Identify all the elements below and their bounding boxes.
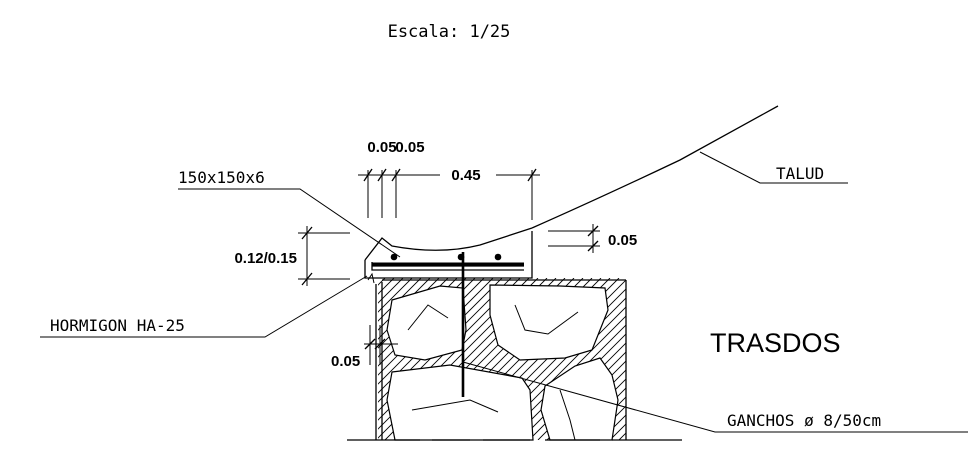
dim-top-offset: 0.05 <box>608 232 637 249</box>
rebar-dot-3 <box>494 253 502 261</box>
hatch-line <box>510 278 626 440</box>
hatch-line <box>178 278 340 440</box>
backfill-label: TRASDOS <box>710 328 841 358</box>
height-dimension <box>298 226 350 286</box>
hatch-line <box>591 278 626 440</box>
dim-gap2: 0.05 <box>395 139 424 156</box>
hatch-line <box>378 278 494 440</box>
slope-line <box>531 105 779 229</box>
bottom-dimension <box>364 325 398 365</box>
hooks-leader <box>462 361 968 433</box>
rebar-dot-1 <box>390 253 398 261</box>
slope-label: TALUD <box>776 164 824 183</box>
angle-leader <box>178 188 401 258</box>
dim-bottom-offset: 0.05 <box>331 353 360 370</box>
hatch-line <box>378 278 413 440</box>
scale-title: Escala: 1/25 <box>388 22 511 42</box>
top-dimensions <box>358 168 540 220</box>
angle-label: 150x150x6 <box>178 168 265 187</box>
dim-width: 0.45 <box>451 167 480 184</box>
stones <box>386 284 619 441</box>
concrete-label: HORMIGON HA-25 <box>50 316 185 335</box>
hatch-line <box>187 278 349 440</box>
dim-gap1: 0.05 <box>367 139 396 156</box>
hooks-label: GANCHOS ø 8/50cm <box>727 411 881 430</box>
dim-height: 0.12/0.15 <box>234 250 297 267</box>
right-dimension <box>548 224 600 253</box>
concrete-cap <box>364 227 533 397</box>
hatch-line <box>378 278 404 440</box>
hatch-line <box>378 278 386 440</box>
masonry-wall <box>178 278 627 441</box>
slope-leader <box>699 151 848 184</box>
concrete-leader <box>40 275 368 338</box>
